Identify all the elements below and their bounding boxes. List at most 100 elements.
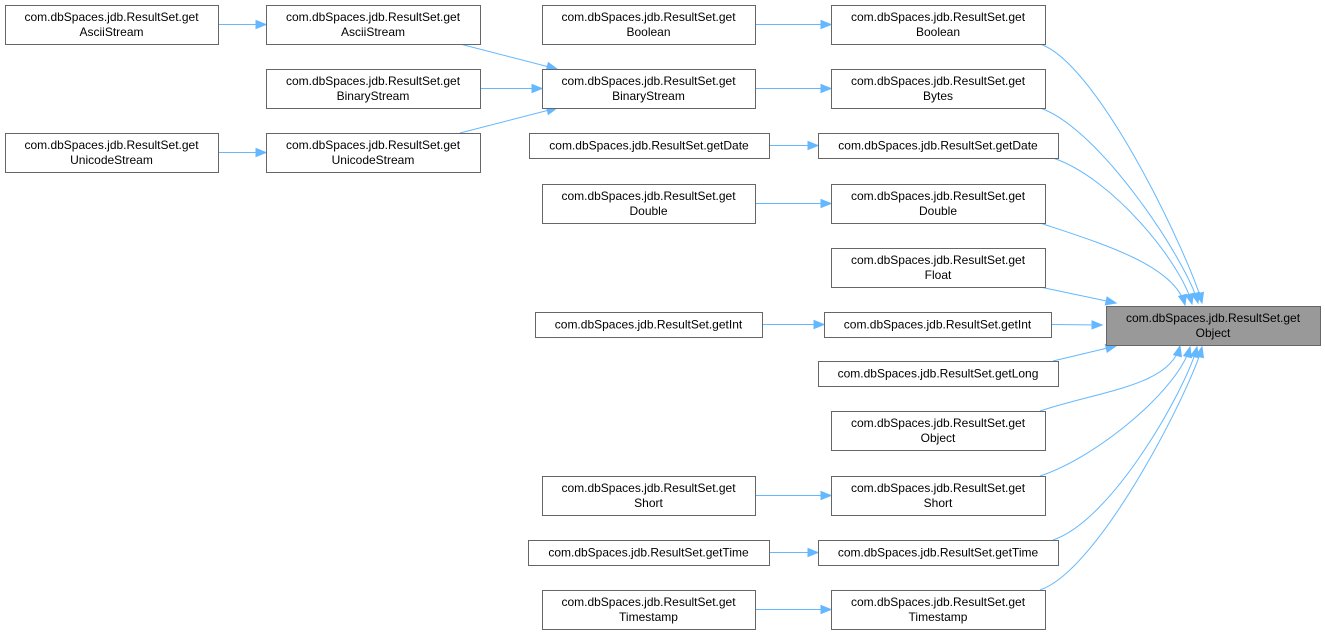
node-box xyxy=(831,590,1046,630)
node-box xyxy=(266,5,481,45)
arrowhead xyxy=(255,19,268,30)
node-label-line: com.dbSpaces.jdb.ResultSet.get xyxy=(561,481,736,495)
edge-b-boolean-to-c-boolean xyxy=(755,19,833,30)
node-label-line: Double xyxy=(919,204,957,218)
edge-line xyxy=(1039,222,1186,306)
node-box xyxy=(542,590,756,630)
node-a-binary[interactable]: com.dbSpaces.jdb.ResultSet.getBinaryStre… xyxy=(266,69,481,109)
edge-b-time-to-c-time xyxy=(769,547,820,558)
node-box xyxy=(266,69,481,109)
node-b-date[interactable]: com.dbSpaces.jdb.ResultSet.getDate xyxy=(529,133,770,159)
node-label-line: com.dbSpaces.jdb.ResultSet.getDate xyxy=(838,139,1038,153)
node-label-line: com.dbSpaces.jdb.ResultSet.get xyxy=(24,10,199,24)
node-z-unicode[interactable]: com.dbSpaces.jdb.ResultSet.getUnicodeStr… xyxy=(5,133,219,173)
node-c-time[interactable]: com.dbSpaces.jdb.ResultSet.getTime xyxy=(818,540,1059,566)
node-box xyxy=(528,540,770,566)
node-label-line: com.dbSpaces.jdb.ResultSet.get xyxy=(851,481,1026,495)
node-label-line: com.dbSpaces.jdb.ResultSet.get xyxy=(1126,311,1301,325)
arrowhead xyxy=(813,319,826,330)
node-box xyxy=(266,133,481,173)
node-label-line: AsciiStream xyxy=(341,25,405,39)
node-label-line: BinaryStream xyxy=(337,89,410,103)
edge-c-time-to-target xyxy=(1052,345,1200,541)
node-label-line: com.dbSpaces.jdb.ResultSet.get xyxy=(851,253,1026,267)
node-box xyxy=(542,476,756,516)
edge-c-long-to-target xyxy=(1052,343,1118,362)
arrowhead xyxy=(1104,296,1118,306)
arrowhead xyxy=(820,604,833,615)
edge-c-int-to-target xyxy=(1050,320,1104,330)
node-box xyxy=(1106,306,1321,346)
node-label-line: Timestamp xyxy=(909,610,968,624)
node-a-unicode[interactable]: com.dbSpaces.jdb.ResultSet.getUnicodeStr… xyxy=(266,133,481,173)
edge-line xyxy=(1039,286,1117,304)
node-label-line: Timestamp xyxy=(619,610,678,624)
edge-c-boolean-to-target xyxy=(1039,43,1205,305)
node-b-binary[interactable]: com.dbSpaces.jdb.ResultSet.getBinaryStre… xyxy=(542,69,756,109)
arrowhead xyxy=(1182,345,1193,359)
edge-c-short-to-target xyxy=(1039,345,1193,477)
node-label-line: Object xyxy=(1196,326,1231,340)
node-label-line: com.dbSpaces.jdb.ResultSet.get xyxy=(561,595,736,609)
node-label-line: com.dbSpaces.jdb.ResultSet.get xyxy=(851,595,1026,609)
node-c-int[interactable]: com.dbSpaces.jdb.ResultSet.getInt xyxy=(824,312,1052,338)
arrowhead xyxy=(255,147,268,158)
node-label-line: Float xyxy=(925,268,952,282)
node-label-line: com.dbSpaces.jdb.ResultSet.get xyxy=(286,138,461,152)
edge-c-float-to-target xyxy=(1039,286,1118,306)
arrowhead xyxy=(1177,293,1188,307)
edge-b-timestamp-to-c-timestamp xyxy=(755,604,833,615)
arrowhead xyxy=(807,140,820,151)
node-b-time[interactable]: com.dbSpaces.jdb.ResultSet.getTime xyxy=(528,540,770,566)
edge-line xyxy=(1039,43,1203,304)
node-box xyxy=(542,5,756,45)
node-label-line: Object xyxy=(921,431,956,445)
node-c-long[interactable]: com.dbSpaces.jdb.ResultSet.getLong xyxy=(818,361,1059,387)
edge-a-binary-to-b-binary xyxy=(480,83,544,94)
arrowhead xyxy=(1184,292,1195,306)
edge-b-date-to-c-date xyxy=(769,140,820,151)
node-z-ascii[interactable]: com.dbSpaces.jdb.ResultSet.getAsciiStrea… xyxy=(5,5,219,45)
node-label-line: com.dbSpaces.jdb.ResultSet.get xyxy=(286,74,461,88)
node-label-line: Boolean xyxy=(626,25,670,39)
edge-line xyxy=(1039,346,1191,477)
edge-z-unicode-to-a-unicode xyxy=(218,147,268,158)
node-box xyxy=(5,5,219,45)
node-label-line: com.dbSpaces.jdb.ResultSet.get xyxy=(561,10,736,24)
node-label-line: UnicodeStream xyxy=(332,153,415,167)
node-box xyxy=(831,5,1046,45)
edge-line xyxy=(459,107,558,134)
node-label-line: BinaryStream xyxy=(612,89,685,103)
node-c-date[interactable]: com.dbSpaces.jdb.ResultSet.getDate xyxy=(818,133,1059,159)
node-b-int[interactable]: com.dbSpaces.jdb.ResultSet.getInt xyxy=(535,312,763,338)
node-label-line: com.dbSpaces.jdb.ResultSet.getTime xyxy=(838,546,1039,560)
arrowhead xyxy=(807,547,820,558)
arrowhead xyxy=(820,83,833,94)
edge-line xyxy=(1039,345,1181,412)
edge-c-bytes-to-target xyxy=(1039,107,1201,305)
node-a-ascii[interactable]: com.dbSpaces.jdb.ResultSet.getAsciiStrea… xyxy=(266,5,481,45)
edge-a-unicode-to-b-binary xyxy=(459,106,559,134)
edge-c-double-to-target xyxy=(1039,222,1188,307)
edge-line xyxy=(1052,345,1117,362)
edge-line xyxy=(1052,346,1198,541)
arrowhead xyxy=(820,19,833,30)
node-box xyxy=(542,69,756,109)
edge-line xyxy=(459,43,558,70)
arrowhead xyxy=(820,198,833,209)
node-label-line: com.dbSpaces.jdb.ResultSet.get xyxy=(24,138,199,152)
node-label-line: Boolean xyxy=(916,25,960,39)
edge-b-int-to-c-int xyxy=(762,319,826,330)
